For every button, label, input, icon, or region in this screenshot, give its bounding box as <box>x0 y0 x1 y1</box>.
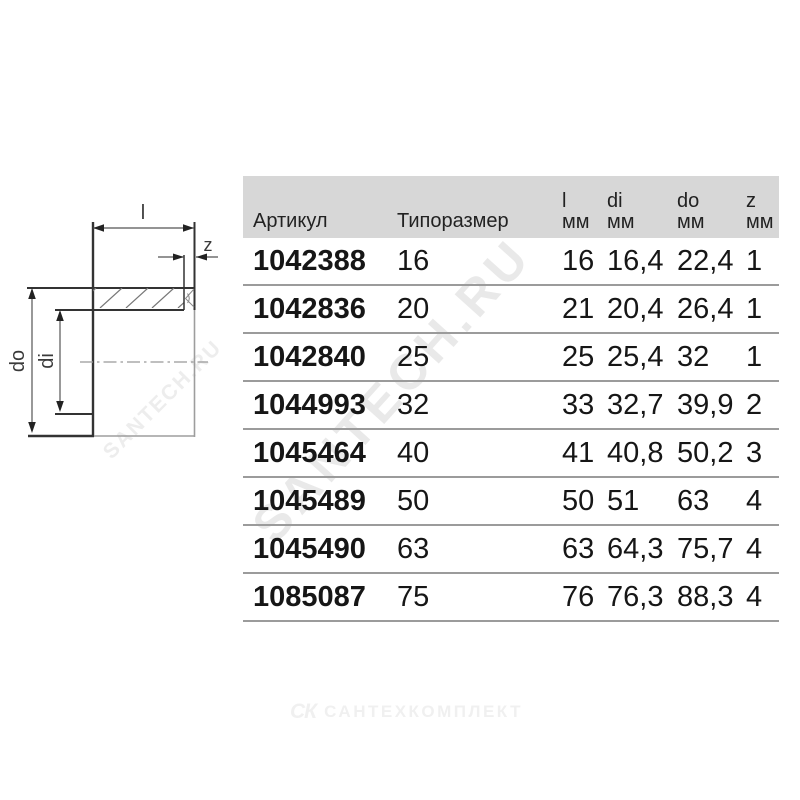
dim-label-z: z <box>204 235 213 255</box>
col-header-do-unit: мм <box>677 211 705 233</box>
cell-size: 20 <box>397 285 562 334</box>
col-header-di-unit: мм <box>607 211 635 233</box>
cell-z: 2 <box>746 381 779 430</box>
cell-article: 1042840 <box>243 333 397 382</box>
cell-article: 1045464 <box>243 429 397 478</box>
col-header-z-unit: мм <box>746 211 774 233</box>
cell-di: 76,3 <box>607 573 677 622</box>
dimension-z: z <box>158 235 218 261</box>
cell-do: 88,3 <box>677 573 746 622</box>
cell-do: 26,4 <box>677 285 746 334</box>
cell-size: 50 <box>397 477 562 526</box>
dimension-di: di <box>36 310 64 412</box>
cell-do: 50,2 <box>677 429 746 478</box>
fitting-outline <box>27 222 196 438</box>
spec-table-wrap: Артикул Типоразмер l мм di мм do мм <box>243 176 779 622</box>
cell-z: 1 <box>746 238 779 286</box>
table-row: 1045490 63 63 64,3 75,7 4 <box>243 525 779 574</box>
table-row: 1042840 25 25 25,4 32 1 <box>243 333 779 382</box>
col-header-size: Типоразмер <box>397 176 562 238</box>
spec-table-header-row: Артикул Типоразмер l мм di мм do мм <box>243 176 779 238</box>
cell-l: 76 <box>562 573 607 622</box>
col-header-z: z мм <box>746 176 779 238</box>
cell-article: 1042388 <box>243 238 397 286</box>
cell-size: 25 <box>397 333 562 382</box>
cell-di: 40,8 <box>607 429 677 478</box>
cell-di: 20,4 <box>607 285 677 334</box>
cell-l: 16 <box>562 238 607 286</box>
dim-label-do: do <box>7 350 29 372</box>
dim-label-di: di <box>36 353 58 369</box>
dimension-l: l <box>93 202 194 232</box>
table-row: 1042388 16 16 16,4 22,4 1 <box>243 238 779 286</box>
table-row: 1085087 75 76 76,3 88,3 4 <box>243 573 779 622</box>
col-header-l-symbol: l <box>562 190 567 212</box>
spec-table: Артикул Типоразмер l мм di мм do мм <box>243 176 779 622</box>
cell-do: 32 <box>677 333 746 382</box>
table-row: 1045464 40 41 40,8 50,2 3 <box>243 429 779 478</box>
cell-do: 63 <box>677 477 746 526</box>
cell-size: 40 <box>397 429 562 478</box>
cell-size: 75 <box>397 573 562 622</box>
table-row: 1045489 50 50 51 63 4 <box>243 477 779 526</box>
cell-l: 41 <box>562 429 607 478</box>
socket-chamfer <box>183 255 195 310</box>
cell-z: 4 <box>746 477 779 526</box>
cell-l: 33 <box>562 381 607 430</box>
cell-size: 32 <box>397 381 562 430</box>
santehkomplekt-logo-text: САНТЕХКОМПЛЕКТ <box>324 702 523 721</box>
cell-do: 22,4 <box>677 238 746 286</box>
cell-di: 32,7 <box>607 381 677 430</box>
col-header-di-symbol: di <box>607 190 623 212</box>
cell-z: 4 <box>746 573 779 622</box>
col-header-do: do мм <box>677 176 746 238</box>
cell-l: 25 <box>562 333 607 382</box>
cell-z: 1 <box>746 285 779 334</box>
col-header-article: Артикул <box>243 176 397 238</box>
cell-article: 1085087 <box>243 573 397 622</box>
dim-label-l: l <box>141 202 145 224</box>
cell-article: 1042836 <box>243 285 397 334</box>
cell-z: 4 <box>746 525 779 574</box>
dimension-do: do <box>7 288 36 433</box>
cell-do: 39,9 <box>677 381 746 430</box>
fitting-technical-drawing: l z do di <box>7 202 218 438</box>
sk-logo-icon: СК <box>290 700 317 723</box>
table-row: 1044993 32 33 32,7 39,9 2 <box>243 381 779 430</box>
cell-di: 51 <box>607 477 677 526</box>
cell-size: 63 <box>397 525 562 574</box>
cell-do: 75,7 <box>677 525 746 574</box>
cell-di: 16,4 <box>607 238 677 286</box>
col-header-l: l мм <box>562 176 607 238</box>
col-header-l-unit: мм <box>562 211 590 233</box>
cell-size: 16 <box>397 238 562 286</box>
col-header-di: di мм <box>607 176 677 238</box>
cell-z: 3 <box>746 429 779 478</box>
table-row: 1042836 20 21 20,4 26,4 1 <box>243 285 779 334</box>
col-header-do-symbol: do <box>677 190 700 212</box>
cell-di: 64,3 <box>607 525 677 574</box>
cell-di: 25,4 <box>607 333 677 382</box>
cell-article: 1045489 <box>243 477 397 526</box>
cell-article: 1045490 <box>243 525 397 574</box>
col-header-z-symbol: z <box>746 190 756 212</box>
cell-l: 21 <box>562 285 607 334</box>
cell-article: 1044993 <box>243 381 397 430</box>
cell-z: 1 <box>746 333 779 382</box>
cell-l: 50 <box>562 477 607 526</box>
santehkomplekt-logo: СК САНТЕХКОМПЛЕКТ <box>290 700 523 724</box>
section-hatching <box>93 288 184 308</box>
cell-l: 63 <box>562 525 607 574</box>
